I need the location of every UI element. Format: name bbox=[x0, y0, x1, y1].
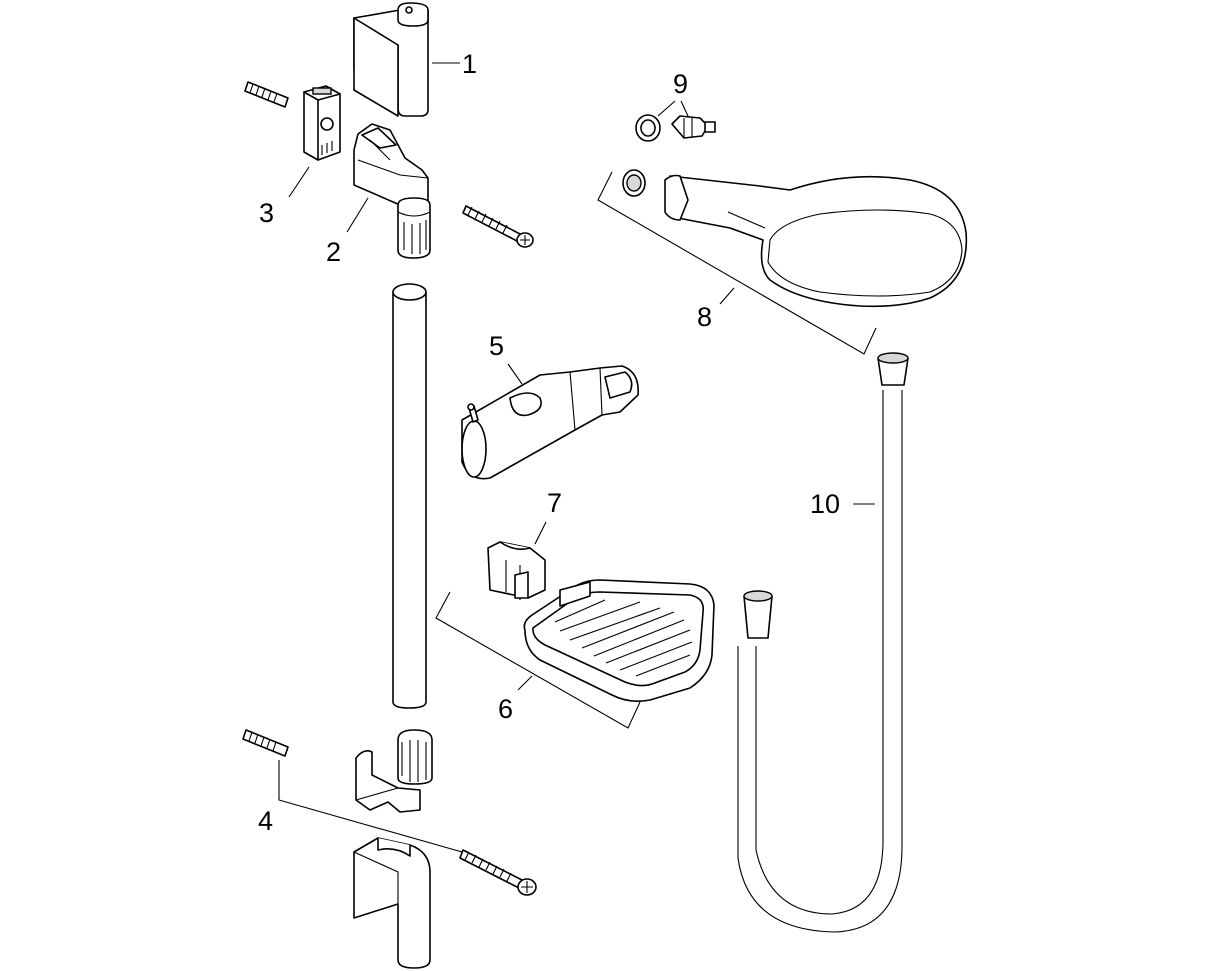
leader-5: 5 bbox=[489, 331, 523, 385]
leader-10: 10 bbox=[810, 489, 875, 519]
callout-2: 2 bbox=[326, 237, 341, 267]
upper-bracket bbox=[353, 123, 431, 259]
leader-9: 9 bbox=[657, 69, 689, 117]
shower-holder bbox=[461, 365, 639, 480]
callout-6: 6 bbox=[498, 694, 513, 724]
wall-plug-upper bbox=[244, 81, 289, 108]
mounting-plate bbox=[303, 85, 341, 161]
callout-3: 3 bbox=[259, 198, 274, 228]
slide-rail-bar bbox=[392, 283, 427, 709]
leader-4: 4 bbox=[258, 760, 463, 853]
filter-parts bbox=[635, 114, 716, 142]
callout-5: 5 bbox=[489, 331, 504, 361]
leader-2: 2 bbox=[326, 197, 369, 267]
screw-lower bbox=[459, 849, 537, 896]
leader-1: 1 bbox=[432, 49, 477, 79]
callout-7: 7 bbox=[547, 488, 562, 518]
callout-4: 4 bbox=[258, 806, 273, 836]
callout-9: 9 bbox=[673, 69, 688, 99]
callout-8: 8 bbox=[697, 302, 712, 332]
screw-upper bbox=[462, 205, 534, 248]
leader-3: 3 bbox=[259, 166, 310, 228]
soap-dish bbox=[523, 579, 715, 702]
lower-end-cover bbox=[353, 837, 431, 969]
leader-7: 7 bbox=[534, 488, 562, 545]
wall-plug-lower bbox=[242, 729, 289, 757]
callout-1: 1 bbox=[462, 49, 477, 79]
upper-end-cover bbox=[353, 2, 429, 117]
soap-dish-clip bbox=[487, 541, 546, 600]
leader-8: 8 bbox=[597, 171, 877, 355]
callout-10: 10 bbox=[810, 489, 840, 519]
shower-hose bbox=[737, 352, 909, 933]
leader-6: 6 bbox=[435, 591, 641, 729]
hand-shower bbox=[622, 169, 968, 308]
lower-bracket bbox=[355, 729, 433, 813]
